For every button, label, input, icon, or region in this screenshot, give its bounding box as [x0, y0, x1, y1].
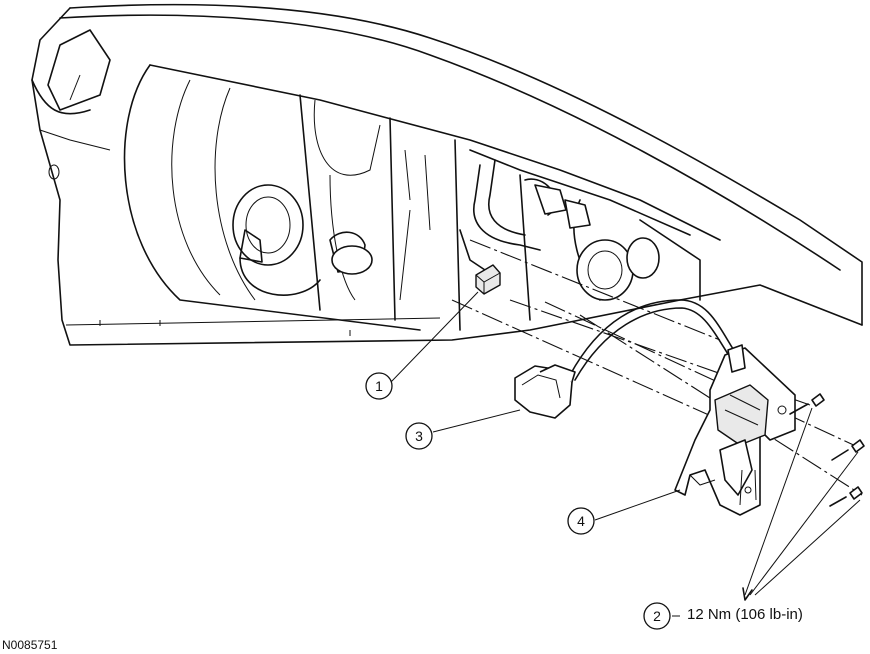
leveling-motor-bracket — [674, 344, 796, 516]
svg-text:2: 2 — [653, 608, 661, 624]
harness — [459, 159, 591, 295]
callout-1: 1 — [365, 372, 393, 400]
screws — [789, 393, 865, 507]
wiring-pigtail-connector — [514, 299, 741, 419]
leader-lines — [390, 291, 861, 617]
callout-3: 3 — [405, 422, 433, 450]
callout-4: 4 — [567, 507, 595, 535]
figure-id: N0085751 — [2, 638, 58, 652]
screw-bottom — [849, 486, 863, 500]
reflector-bowl — [123, 64, 721, 331]
alignment-lines — [451, 239, 863, 496]
svg-text:4: 4 — [577, 513, 585, 529]
headlamp-housing — [31, 3, 863, 346]
svg-text:3: 3 — [415, 428, 423, 444]
screw-middle — [851, 439, 865, 453]
svg-text:1: 1 — [375, 378, 383, 394]
torque-spec: 12 Nm (106 lb-in) — [687, 606, 803, 623]
screw-top — [811, 393, 825, 407]
callout-2: 2 — [643, 602, 671, 630]
